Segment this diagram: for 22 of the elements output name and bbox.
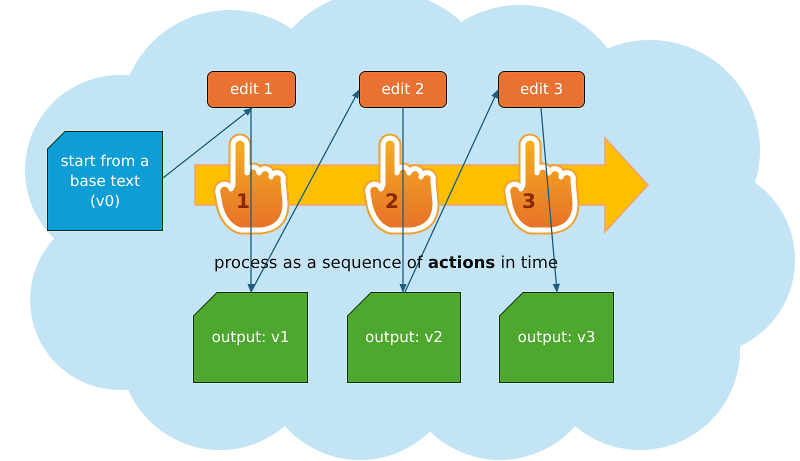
node-text: output: v3 <box>518 327 596 348</box>
document-box <box>47 131 163 231</box>
node-text: output: v1 <box>212 327 290 348</box>
edit-box <box>359 71 447 108</box>
output-document <box>193 292 308 383</box>
step-number: 2 <box>385 189 399 213</box>
step-number: 3 <box>522 189 536 213</box>
arrow <box>540 108 560 293</box>
node-text: edit 2 <box>381 79 425 100</box>
node-text: output: v2 <box>365 327 443 348</box>
node-text: start from a base text (v0) <box>60 150 150 212</box>
output-document <box>347 292 461 383</box>
step-number: 1 <box>236 189 250 213</box>
arrow <box>247 108 255 293</box>
edit-box <box>498 71 585 108</box>
arrow <box>399 108 407 293</box>
arrow <box>404 89 499 292</box>
arrow <box>162 107 253 179</box>
output-document <box>499 292 614 383</box>
node-text: edit 3 <box>520 79 564 100</box>
edit-box <box>207 71 296 108</box>
node-text: edit 1 <box>230 79 274 100</box>
